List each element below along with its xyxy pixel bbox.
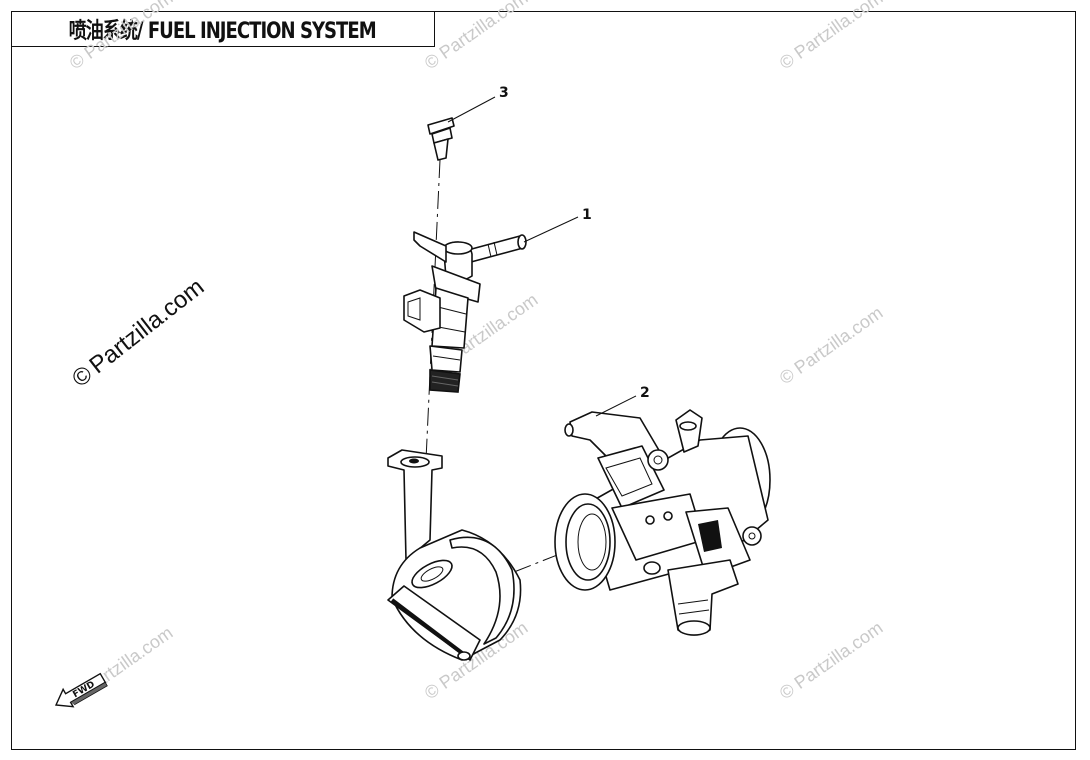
throttle-body-part-2 — [554, 409, 771, 636]
svg-text:Partzilla.com: Partzilla.com — [791, 0, 887, 63]
intake-manifold — [387, 449, 522, 661]
watermark-main: © Partzilla.com — [67, 273, 209, 392]
drawing-frame — [11, 11, 1076, 750]
watermark: © Partzilla.com — [776, 617, 887, 703]
svg-text:Partzilla.com: Partzilla.com — [84, 273, 209, 379]
svg-text:Partzilla.com: Partzilla.com — [791, 302, 887, 377]
watermark: © Partzilla.com — [776, 0, 887, 73]
svg-text:Partzilla.com: Partzilla.com — [791, 617, 887, 692]
fwd-arrow-icon — [54, 672, 107, 708]
page-title: 喷油系统/ FUEL INJECTION SYSTEM — [69, 18, 377, 44]
callout-2: 2 — [640, 385, 650, 401]
watermark: © Partzilla.com — [421, 0, 532, 73]
bolt-centerline — [425, 159, 441, 461]
callout-3-leader — [447, 96, 496, 123]
callout-3: 3 — [499, 85, 509, 101]
callouts: 3 1 2 — [447, 85, 650, 417]
fuel-injector-part-1 — [403, 231, 527, 393]
fwd-arrow: FWD — [54, 672, 108, 708]
bolt-part-3 — [427, 117, 455, 161]
svg-text:Partzilla.com: Partzilla.com — [81, 0, 177, 63]
watermark: © Partzilla.com — [776, 302, 887, 388]
title-box: 喷油系统/ FUEL INJECTION SYSTEM — [11, 11, 435, 47]
callout-1: 1 — [582, 207, 592, 223]
callout-2-leader — [595, 395, 637, 417]
callout-1-leader — [523, 216, 579, 243]
svg-text:Partzilla.com: Partzilla.com — [436, 0, 532, 63]
watermark: © Partzilla.com — [66, 0, 177, 73]
